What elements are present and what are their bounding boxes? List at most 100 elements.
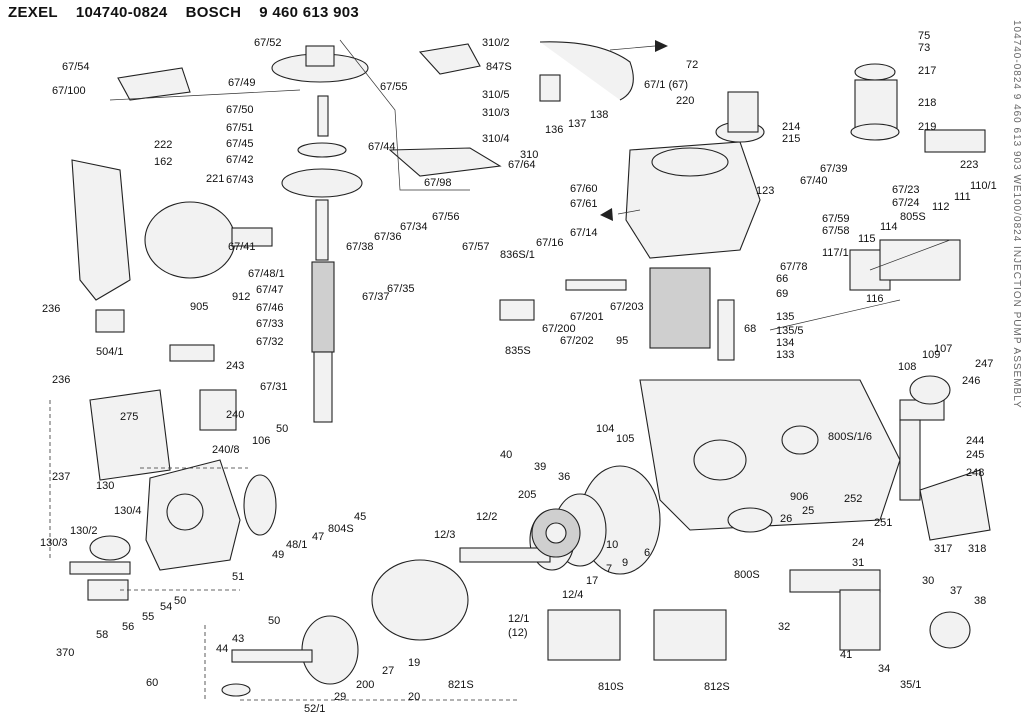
part-label: 251 <box>874 517 892 529</box>
part-label: 67/40 <box>800 175 828 187</box>
part-label: 67/64 <box>508 159 536 171</box>
part-label: 27 <box>382 665 394 677</box>
part-label: 67/58 <box>822 225 850 237</box>
parts-artwork <box>49 39 991 701</box>
part-label: 110/1 <box>970 180 997 192</box>
part-label: 805S <box>900 211 926 223</box>
part-label: 67/39 <box>820 163 848 175</box>
part-label: 130/4 <box>114 505 142 517</box>
part-label: 221 <box>206 173 224 185</box>
part-label: 135/5 <box>776 325 804 337</box>
part-label: 32 <box>778 621 790 633</box>
part-label: 847S <box>486 61 512 73</box>
part-label: 67/43 <box>226 174 254 186</box>
part-label: 47 <box>312 531 324 543</box>
part-label: 800S/1/6 <box>828 431 872 443</box>
margin-caption: 104740-0824 9 460 613 903 WE100/0824 INJ… <box>1011 20 1022 409</box>
part-label: 9 <box>622 557 628 569</box>
part-label: 205 <box>518 489 536 501</box>
part-label: 130/3 <box>40 537 68 549</box>
part-label: 44 <box>216 643 228 655</box>
part-label: 318 <box>968 543 986 555</box>
part-label: 906 <box>790 491 808 503</box>
part-label: 67/1 (67) <box>644 79 688 91</box>
part-label: 317 <box>934 543 952 555</box>
diagram-header: ZEXEL 104740-0824 BOSCH 9 460 613 903 <box>8 4 377 21</box>
part-label: 67/59 <box>822 213 850 225</box>
part-label: 7 <box>606 563 612 575</box>
part-label: 252 <box>844 493 862 505</box>
part-label: 237 <box>52 471 70 483</box>
header-maker: BOSCH <box>185 4 242 21</box>
part-label: 67/200 <box>542 323 576 335</box>
part-label: 50 <box>276 423 288 435</box>
part-label: 10 <box>606 539 618 551</box>
part-label: 72 <box>686 59 698 71</box>
part-label: 68 <box>744 323 756 335</box>
part-label: 75 <box>918 30 930 42</box>
part-label: 222 <box>154 139 172 151</box>
part-label: 310 <box>520 149 538 161</box>
part-label: 67/34 <box>400 221 428 233</box>
part-label: 912 <box>232 291 250 303</box>
part-label: 67/98 <box>424 177 452 189</box>
part-label: 223 <box>960 159 978 171</box>
part-label: 37 <box>950 585 962 597</box>
part-label: 804S <box>328 523 354 535</box>
part-label: 67/54 <box>62 61 90 73</box>
part-label: 12/3 <box>434 529 455 541</box>
part-label: 67/49 <box>228 77 256 89</box>
part-label: 236 <box>42 303 60 315</box>
part-label: 51 <box>232 571 244 583</box>
part-label: 130 <box>96 480 114 492</box>
part-label: 108 <box>898 361 916 373</box>
part-label: 50 <box>268 615 280 627</box>
part-label: 104 <box>596 423 614 435</box>
part-label: 95 <box>616 335 628 347</box>
part-label: 905 <box>190 301 208 313</box>
part-label: 67/42 <box>226 154 254 166</box>
part-label: 49 <box>272 549 284 561</box>
part-label: 310/5 <box>482 89 510 101</box>
part-label: 67/44 <box>368 141 396 153</box>
part-label: 48/1 <box>286 539 307 551</box>
part-label: 220 <box>676 95 694 107</box>
part-label: 67/60 <box>570 183 598 195</box>
part-label: 67/100 <box>52 85 86 97</box>
part-label: 67/36 <box>374 231 402 243</box>
part-label: 35/1 <box>900 679 921 691</box>
part-label: 50 <box>174 595 186 607</box>
part-label: 69 <box>776 288 788 300</box>
part-label: 36 <box>558 471 570 483</box>
part-label: 67/52 <box>254 37 282 49</box>
part-label: 6 <box>644 547 650 559</box>
part-label: 55 <box>142 611 154 623</box>
part-label: 25 <box>802 505 814 517</box>
header-brand: ZEXEL <box>8 4 58 21</box>
part-label: 111 <box>954 191 971 203</box>
part-label: 247 <box>975 358 993 370</box>
part-label: 58 <box>96 629 108 641</box>
part-label: 106 <box>252 435 270 447</box>
part-label: 67/35 <box>387 283 415 295</box>
part-label: 67/16 <box>536 237 564 249</box>
part-label: 130/2 <box>70 525 98 537</box>
part-label: 60 <box>146 677 158 689</box>
header-zexel-number: 104740-0824 <box>75 4 168 21</box>
part-label: 67/51 <box>226 122 254 134</box>
part-label: 136 <box>545 124 563 136</box>
part-label: 17 <box>586 575 598 587</box>
part-label: 67/46 <box>256 302 284 314</box>
header-bosch-number: 9 460 613 903 <box>259 4 360 21</box>
part-label: 800S <box>734 569 760 581</box>
part-label: 67/47 <box>256 284 284 296</box>
part-label: 112 <box>932 201 950 213</box>
part-label: 43 <box>232 633 244 645</box>
part-label: 67/202 <box>560 335 594 347</box>
part-label: 39 <box>534 461 546 473</box>
part-label: 12/4 <box>562 589 583 601</box>
part-label: 67/57 <box>462 241 490 253</box>
part-label: 200 <box>356 679 374 691</box>
part-label: 244 <box>966 435 984 447</box>
part-label: 67/61 <box>570 198 598 210</box>
